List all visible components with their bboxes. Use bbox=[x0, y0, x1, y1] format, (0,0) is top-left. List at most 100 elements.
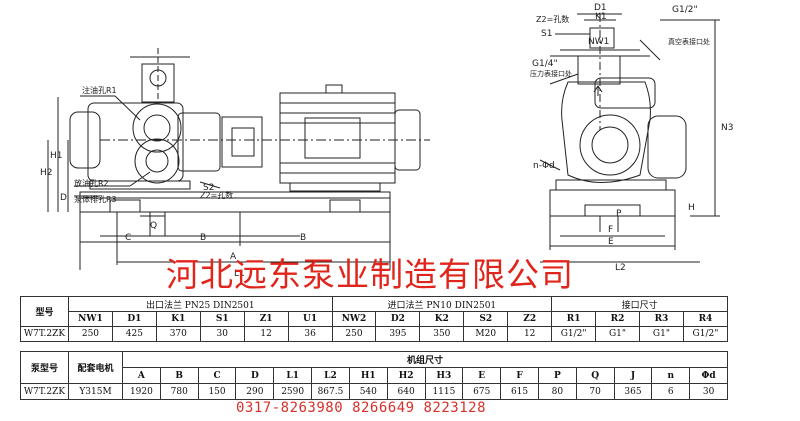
table1-val-14: G1/2" bbox=[682, 326, 729, 342]
table2-val-8: 1115 bbox=[424, 383, 464, 400]
table1-col-13: R3 bbox=[638, 311, 684, 327]
table2-col-1: B bbox=[159, 367, 199, 384]
flange-dimensions-table: 型号 出口法兰 PN25 DIN2501 进口法兰 PN10 DIN2501 接… bbox=[20, 296, 729, 342]
table2-dims-header: 机组尺寸 bbox=[122, 351, 728, 368]
label-d: D bbox=[60, 193, 67, 203]
table2-col-3: D bbox=[235, 367, 275, 384]
table2-val-3: 290 bbox=[235, 383, 275, 400]
side-base bbox=[549, 189, 676, 217]
label-d1: D1 bbox=[594, 3, 607, 13]
table1-col-0: NW1 bbox=[68, 311, 113, 327]
label-f: F bbox=[608, 225, 613, 235]
table1-col-9: S2 bbox=[463, 311, 509, 327]
table1-col-12: R2 bbox=[595, 311, 640, 327]
company-name: 河北远东泵业制造有限公司 bbox=[166, 255, 574, 294]
table2-col-6: H1 bbox=[348, 367, 388, 384]
label-h: N3 bbox=[721, 123, 733, 133]
table1-col-1: D1 bbox=[111, 311, 157, 327]
table2-col-10: F bbox=[500, 367, 539, 384]
label-h2: H2 bbox=[40, 168, 53, 178]
table1-col-14: R4 bbox=[682, 311, 729, 327]
table2-col-15: Φd bbox=[689, 367, 728, 384]
table2-col-2: C bbox=[197, 367, 237, 384]
table1-val-8: 350 bbox=[419, 326, 465, 342]
table2-val-12: 70 bbox=[575, 383, 615, 400]
table2-row-model: W7T.2ZK bbox=[20, 383, 69, 400]
table1-col-7: D2 bbox=[375, 311, 421, 327]
table2-val-13: 365 bbox=[613, 383, 653, 400]
label-zhuyou-r1: 注油孔R1 bbox=[82, 85, 117, 95]
table1-col-5: U1 bbox=[287, 311, 333, 327]
table2-row-motor: Y315M bbox=[68, 383, 123, 400]
table1-val-11: G1/2" bbox=[551, 326, 597, 342]
label-e: E bbox=[608, 237, 614, 247]
table1-col-6: NW2 bbox=[331, 311, 377, 327]
table1-val-7: 395 bbox=[375, 326, 421, 342]
label-h1: H1 bbox=[50, 151, 63, 161]
table1-val-3: 30 bbox=[199, 326, 245, 342]
pump-unit-drawing: 注油孔R1 放油孔R2 泵体排孔R3 S2 Z2=孔数 H2 H1 D Q C … bbox=[40, 3, 733, 279]
table1-val-13: G1" bbox=[638, 326, 684, 342]
table2-val-1: 780 bbox=[159, 383, 199, 400]
label-bengti-r3: 泵体排孔R3 bbox=[74, 194, 117, 204]
table1-model-header: 型号 bbox=[20, 296, 69, 327]
label-b-right: B bbox=[300, 233, 306, 243]
table1-port-header: 接口尺寸 bbox=[551, 296, 728, 312]
label-l1: L1 bbox=[234, 269, 245, 279]
label-g14: G1/4" bbox=[532, 59, 558, 69]
label-s1: S1 bbox=[541, 29, 552, 39]
table2-val-0: 1920 bbox=[122, 383, 161, 400]
table2-col-4: L1 bbox=[273, 367, 313, 384]
table1-val-5: 36 bbox=[287, 326, 333, 342]
table2-val-11: 80 bbox=[537, 383, 577, 400]
label-s2: S2 bbox=[203, 183, 214, 193]
table1-col-11: R1 bbox=[551, 311, 597, 327]
label-g12: G1/2" bbox=[672, 5, 698, 15]
label-b-left: B bbox=[200, 233, 206, 243]
table2-val-7: 640 bbox=[386, 383, 426, 400]
table2-col-13: J bbox=[613, 367, 653, 384]
table1-val-1: 425 bbox=[111, 326, 157, 342]
label-n-phi-d: n-Φd bbox=[533, 161, 555, 171]
table2-col-14: n bbox=[651, 367, 691, 384]
table1-val-6: 250 bbox=[331, 326, 377, 342]
table1-val-2: 370 bbox=[155, 326, 201, 342]
table1-col-4: Z1 bbox=[243, 311, 289, 327]
table2-val-5: 867.5 bbox=[311, 383, 350, 400]
table1-col-8: K2 bbox=[419, 311, 465, 327]
table2-val-14: 6 bbox=[651, 383, 691, 400]
label-nw1: NW1 bbox=[588, 37, 609, 47]
table1-inlet-header: 进口法兰 PN10 DIN2501 bbox=[331, 296, 553, 312]
label-l2: L2 bbox=[615, 263, 626, 273]
table2-col-7: H2 bbox=[386, 367, 426, 384]
table1-row-model: W7T.2ZK bbox=[20, 326, 69, 342]
base-frame bbox=[79, 191, 391, 213]
table1-val-10: 12 bbox=[507, 326, 553, 342]
label-a: A bbox=[230, 252, 237, 262]
table1-val-0: 250 bbox=[68, 326, 113, 342]
table1-col-2: K1 bbox=[155, 311, 201, 327]
label-c: C bbox=[125, 233, 131, 243]
label-q: Q bbox=[150, 221, 157, 231]
table2-col-11: P bbox=[537, 367, 577, 384]
label-z2-side: Z2=孔数 bbox=[536, 14, 569, 24]
table2-val-6: 540 bbox=[348, 383, 388, 400]
table2-val-2: 150 bbox=[197, 383, 237, 400]
label-p: P bbox=[616, 209, 622, 219]
motor-body bbox=[279, 92, 396, 184]
table1-val-9: M20 bbox=[463, 326, 509, 342]
table2-val-15: 30 bbox=[689, 383, 728, 400]
table2-model-header: 泵型号 bbox=[20, 351, 69, 384]
label-yali: 压力表接口处 bbox=[530, 69, 572, 78]
phone-numbers: 0317-8263980 8266649 8223128 bbox=[236, 400, 487, 416]
table2-col-5: L2 bbox=[311, 367, 350, 384]
label-z2-front: Z2=孔数 bbox=[200, 190, 233, 200]
table1-val-12: G1" bbox=[595, 326, 640, 342]
table2-val-9: 675 bbox=[462, 383, 502, 400]
table2-val-10: 615 bbox=[500, 383, 539, 400]
table1-col-3: S1 bbox=[199, 311, 245, 327]
